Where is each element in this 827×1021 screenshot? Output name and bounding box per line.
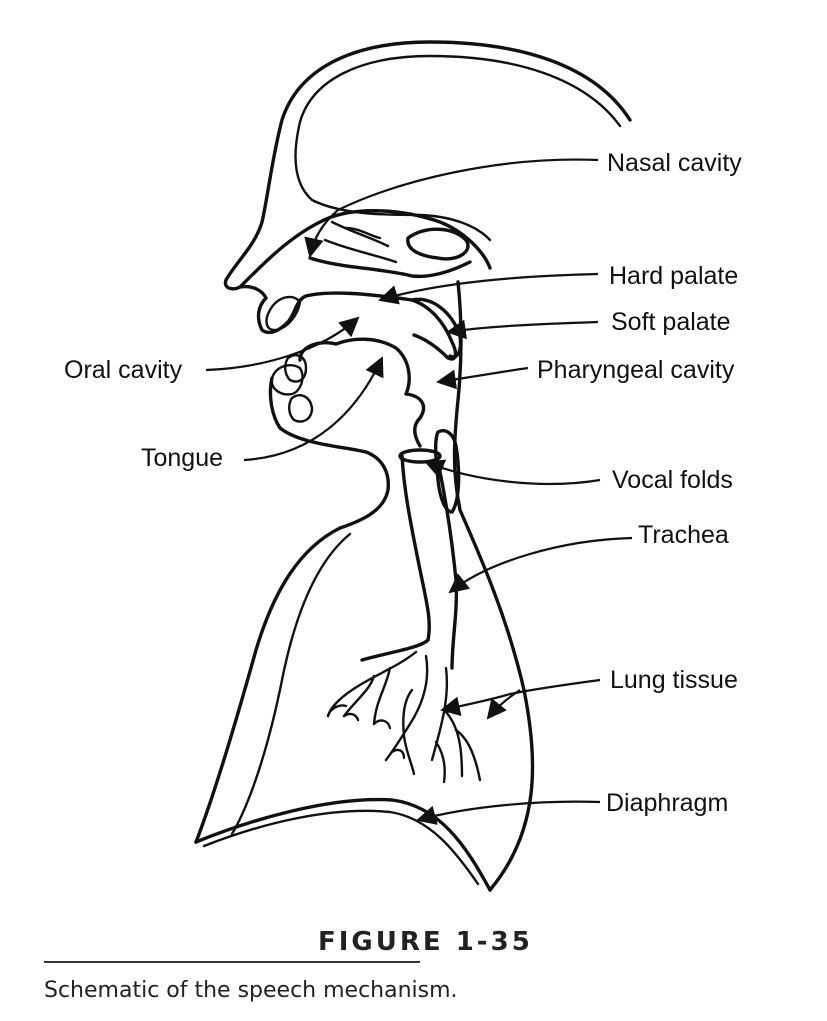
label-oral-cavity: Oral cavity — [64, 356, 183, 384]
label-nasal-cavity: Nasal cavity — [607, 149, 742, 177]
label-vocal-folds: Vocal folds — [612, 466, 733, 494]
arrow-vocal-folds — [424, 459, 601, 486]
palate-and-face-front — [238, 284, 458, 361]
figure-number: FIGURE 1-35 — [318, 927, 533, 957]
torso-front-outline — [194, 526, 342, 844]
vocal-folds-shape — [398, 448, 442, 464]
bronchi-small-branches — [326, 704, 406, 760]
arrow-oral-cavity — [205, 316, 360, 372]
diaphragm-inner — [202, 809, 480, 886]
label-pharyngeal-cavity: Pharyngeal cavity — [537, 356, 735, 384]
label-lung-tissue: Lung tissue — [610, 666, 738, 694]
arrow-lung-tissue-1 — [440, 678, 601, 716]
arrow-trachea — [448, 536, 633, 594]
pharynx-back-wall — [452, 280, 463, 512]
tongue-and-jaw — [298, 337, 426, 448]
sinus-shape — [406, 227, 470, 261]
caption-divider — [44, 961, 420, 963]
arrow-diaphragm — [416, 800, 601, 825]
arrow-hard-palate — [378, 272, 599, 305]
skull-inner-outline — [294, 54, 622, 242]
lower-teeth — [288, 394, 314, 423]
label-hard-palate: Hard palate — [609, 262, 738, 290]
diaphragm-shape — [194, 797, 492, 892]
arrow-soft-palate — [446, 319, 599, 340]
bronchi-center — [384, 654, 429, 776]
bronchi-right — [430, 666, 482, 784]
arrow-lung-tissue-2 — [486, 689, 521, 720]
nasal-turbinate-upper — [330, 220, 390, 248]
nasal-turbinate-lower — [343, 226, 382, 240]
chin-and-neck-front — [268, 376, 390, 530]
skull-outline — [223, 40, 632, 291]
label-tongue: Tongue — [141, 444, 223, 472]
lower-lip — [270, 364, 304, 396]
arrow-tongue — [243, 356, 384, 462]
label-diaphragm: Diaphragm — [606, 789, 728, 817]
nasal-turbinate-middle — [323, 238, 398, 264]
upper-lip — [265, 295, 302, 332]
torso-back-outline — [458, 508, 535, 892]
trachea-front-wall — [360, 454, 431, 662]
lung-inner-edge — [230, 532, 352, 836]
label-trachea: Trachea — [638, 521, 729, 549]
label-soft-palate: Soft palate — [611, 308, 731, 336]
upper-tooth — [284, 354, 308, 383]
arrow-nasal-cavity — [304, 158, 599, 258]
nasal-floor — [308, 256, 472, 279]
figure-caption: Schematic of the speech mechanism. — [44, 978, 458, 1003]
arrow-pharyngeal-cavity — [436, 366, 529, 390]
